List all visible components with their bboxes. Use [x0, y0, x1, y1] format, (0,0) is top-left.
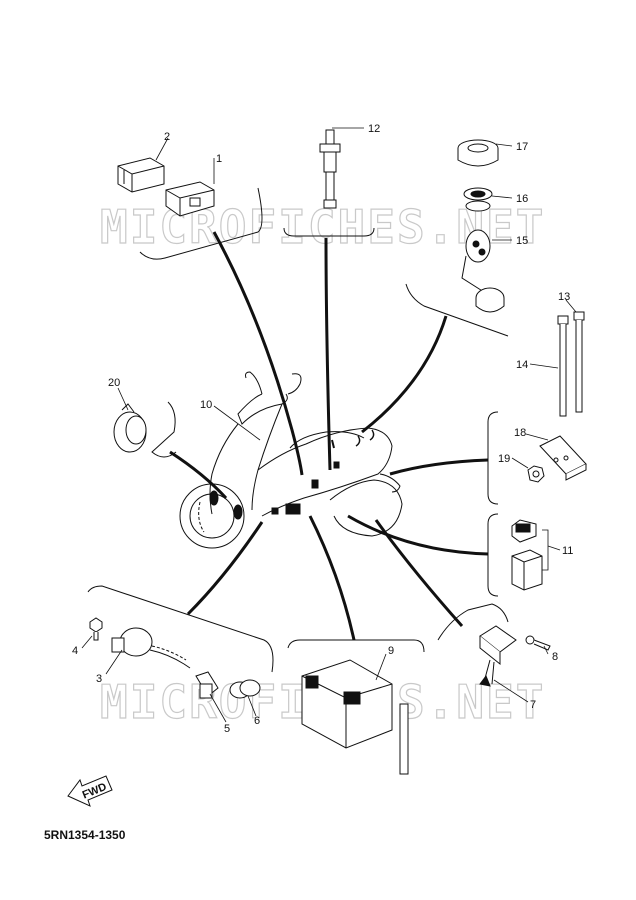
- callout-4: 4: [72, 645, 78, 657]
- leader-relays: [212, 231, 304, 476]
- leader-fuel-sender: [361, 315, 448, 434]
- part-8-screw: [525, 635, 551, 651]
- callout-8: 8: [552, 651, 558, 663]
- part-5-plug-cap: [195, 671, 219, 699]
- callout-5: 5: [224, 723, 230, 735]
- callout-16: 16: [516, 193, 528, 205]
- fwd-label: FWD: [81, 781, 109, 802]
- part-3-ignition-coil: [111, 627, 191, 669]
- part-12-sensor: [319, 129, 341, 209]
- callout-18: 18: [514, 427, 526, 439]
- leader-battery: [308, 515, 356, 641]
- group-bracket-battery: [287, 639, 425, 653]
- part-20-horn: [113, 403, 147, 453]
- group-bracket-horn: [151, 401, 177, 458]
- callout-12: 12: [368, 123, 380, 135]
- group-bracket-fuel-sender: [405, 283, 509, 337]
- callout-20: 20: [108, 377, 120, 389]
- part-14-cable-tie: [557, 315, 569, 417]
- callout-1: 1: [216, 153, 222, 165]
- part-13-cable-tie: [573, 311, 585, 413]
- part-4-bolt: [89, 617, 103, 641]
- part-1-ignitor: [165, 181, 215, 217]
- callout-11: 11: [562, 545, 573, 557]
- group-bracket-relays: [139, 187, 263, 260]
- part-17-gasket: [457, 139, 499, 167]
- callout-17: 17: [516, 141, 528, 153]
- fwd-arrow-icon: FWD: [67, 775, 113, 807]
- leader-speedo: [324, 237, 332, 471]
- callout-13: 13: [558, 291, 570, 303]
- group-bracket-ignition: [87, 585, 274, 673]
- callout-15: 15: [516, 235, 528, 247]
- part-6-spark-plug-cap: [229, 679, 261, 699]
- group-bracket-rectifier: [437, 603, 509, 641]
- part-9-battery: [301, 659, 409, 775]
- leader-horn: [169, 450, 228, 500]
- group-bracket-speedo: [283, 227, 375, 237]
- leader-right-upper: [389, 458, 489, 476]
- leader-ignition: [186, 521, 264, 616]
- leader-right-lower: [347, 514, 489, 556]
- callout-leaders: [81, 127, 577, 723]
- part-18-bracket: [539, 435, 587, 481]
- part-7-rectifier: [479, 625, 517, 687]
- part-2-connector: [117, 157, 165, 193]
- group-bracket-right-upper: [487, 411, 499, 505]
- group-bracket-right-lower: [487, 513, 499, 597]
- scooter-outline: [179, 371, 403, 549]
- part-16-ring: [463, 187, 493, 212]
- leader-rectifier: [374, 519, 464, 627]
- part-11-relay: [511, 519, 543, 591]
- diagram-code: 5RN1354-1350: [44, 828, 126, 842]
- callout-7: 7: [530, 699, 536, 711]
- callout-6: 6: [254, 715, 260, 727]
- part-19-nut: [527, 465, 545, 483]
- part-15-fuel-sender: [461, 229, 505, 313]
- callout-19: 19: [498, 453, 510, 465]
- callout-14: 14: [516, 359, 528, 371]
- callout-10: 10: [200, 399, 212, 411]
- callout-9: 9: [388, 645, 394, 657]
- callout-2: 2: [164, 131, 170, 143]
- callout-3: 3: [96, 673, 102, 685]
